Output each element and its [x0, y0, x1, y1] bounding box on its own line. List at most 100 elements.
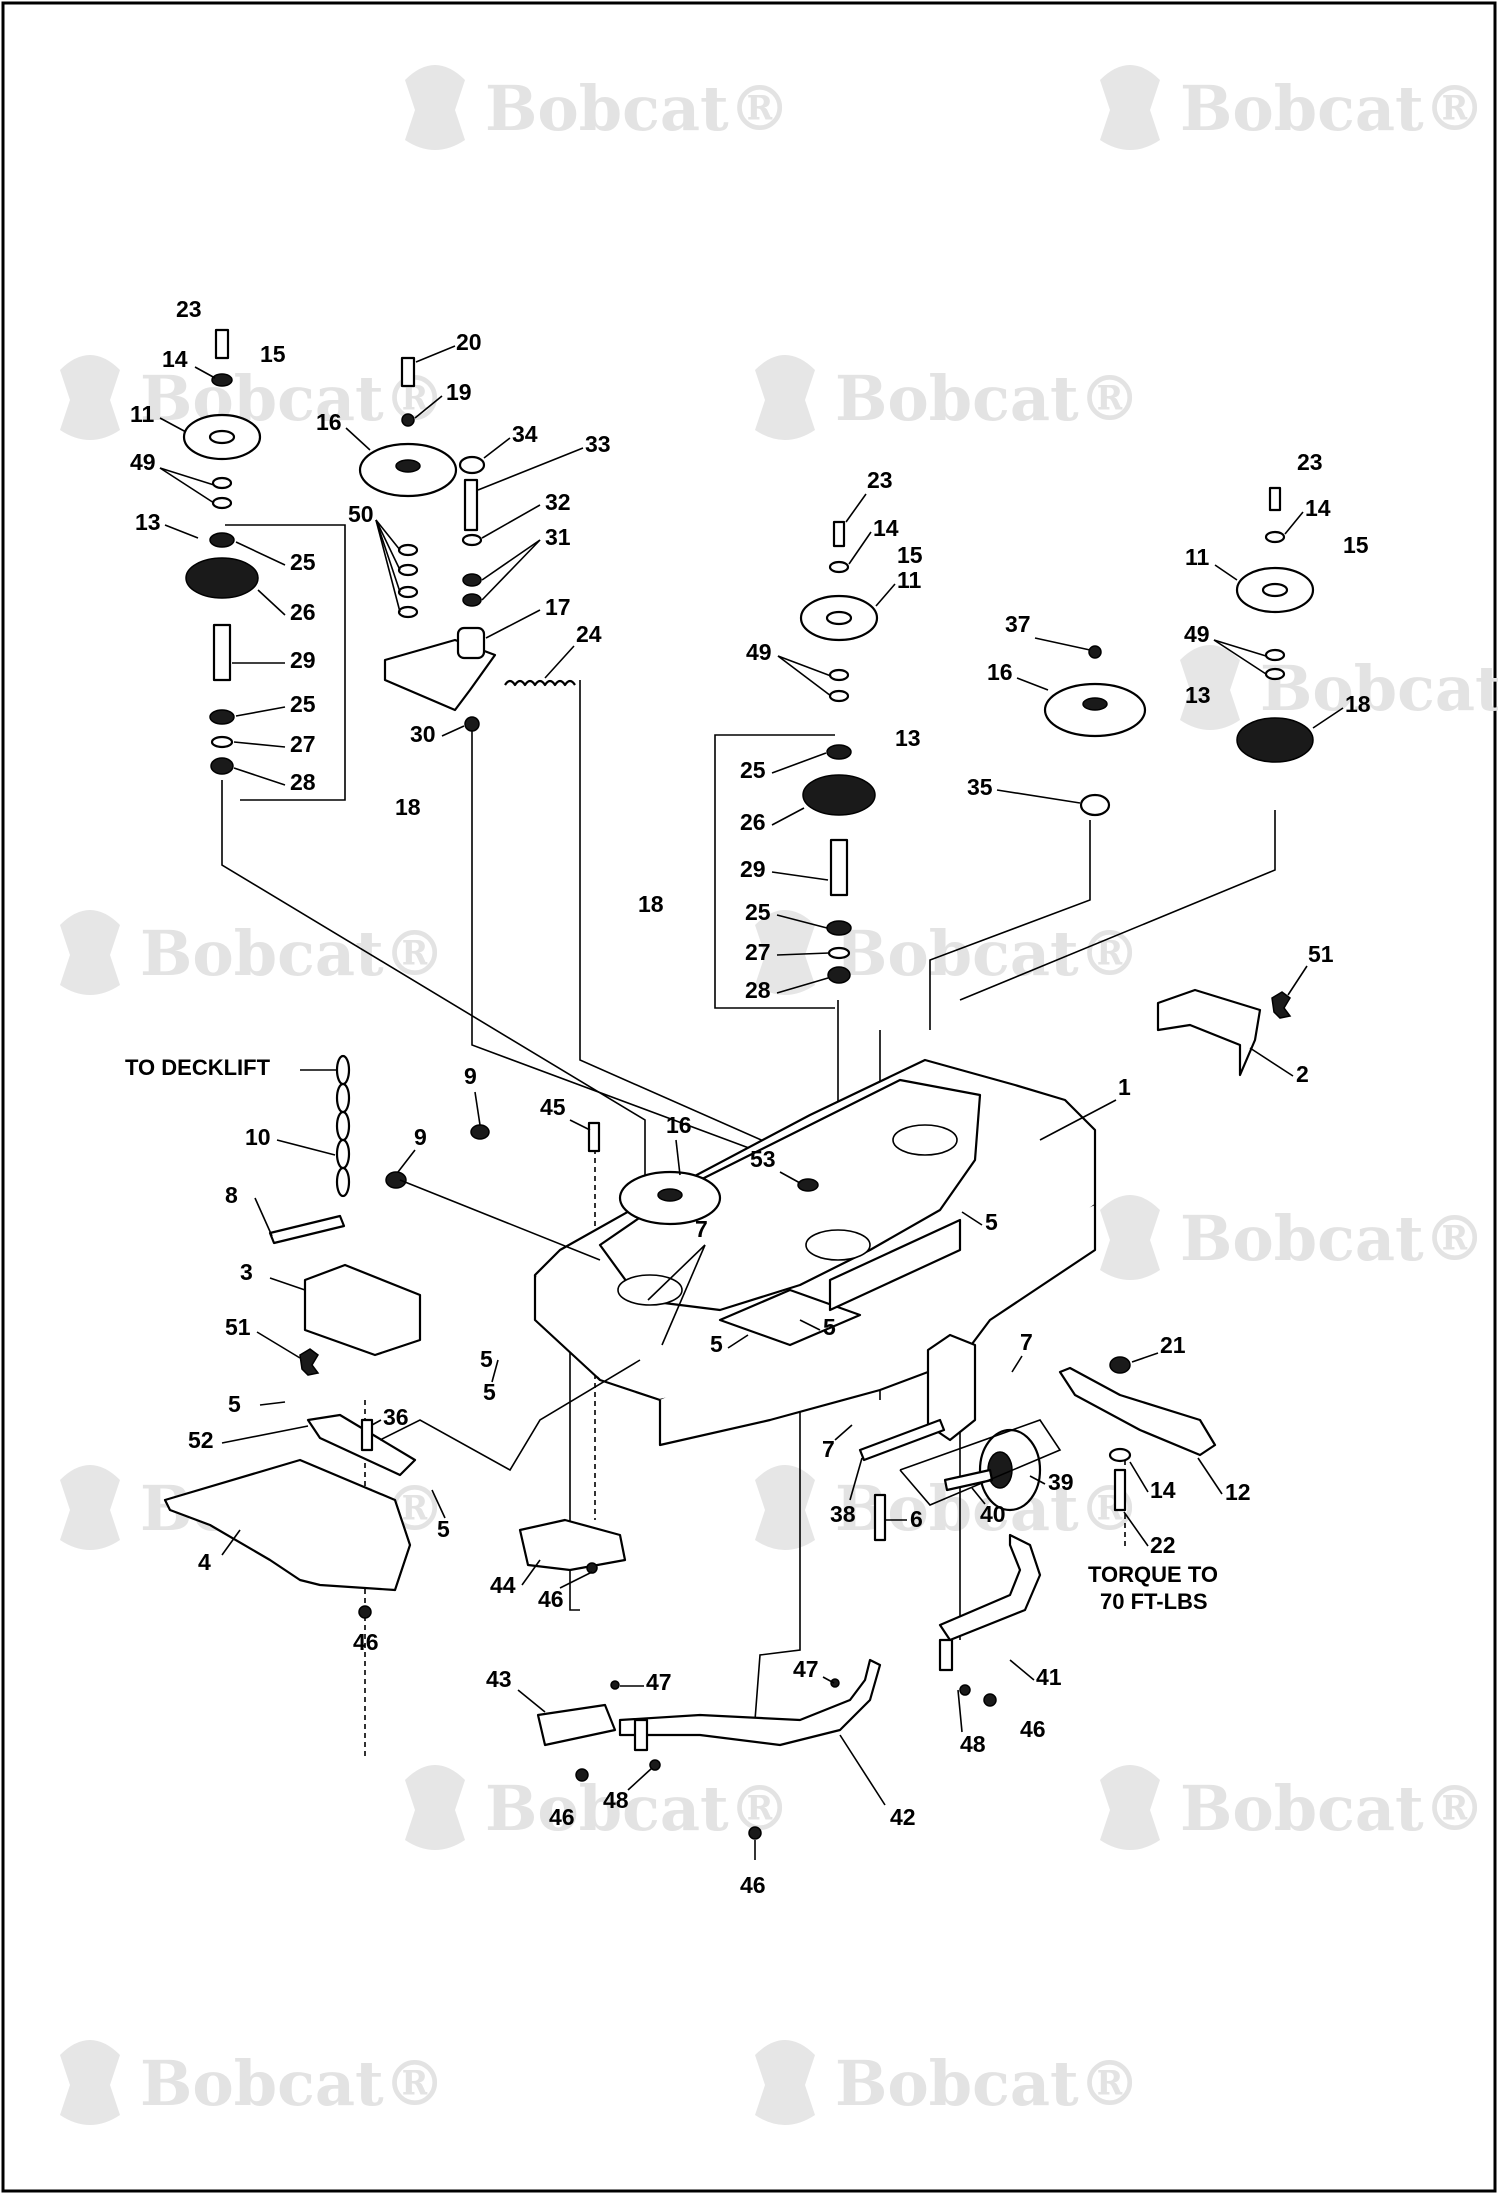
watermark-brand: Bobcat® [140, 2047, 446, 2120]
callout-label: 49 [1184, 621, 1210, 647]
bobcat-logo-icon [1100, 1765, 1160, 1850]
callout-label: 35 [967, 774, 993, 800]
callout-label: 5 [480, 1346, 493, 1372]
watermark-brand: Bobcat® [140, 917, 446, 990]
note-to-decklift: TO DECKLIFT [125, 1055, 271, 1080]
nut-48-right [959, 1684, 971, 1696]
bolt-23-left [214, 328, 230, 360]
callout-label: 13 [1185, 682, 1211, 708]
watermark-brand: Bobcat® [140, 362, 446, 435]
nut-30 [464, 716, 480, 732]
callout-label: 47 [793, 1656, 819, 1682]
bolt-20 [400, 356, 416, 388]
baffle-bracket-43 [536, 1703, 617, 1747]
bobcat-logo-icon [405, 1765, 465, 1850]
bobcat-logo-icon [755, 910, 815, 995]
callout-label: 25 [740, 757, 766, 783]
watermark-brand: Bobcat® [485, 1772, 791, 1845]
callout-label: 15 [260, 341, 286, 367]
spacer-50-a [397, 543, 419, 557]
callout-label: 39 [1048, 1469, 1074, 1495]
callout-label: 5 [437, 1516, 450, 1542]
callout-label: 19 [446, 379, 472, 405]
washer-14-left [211, 373, 233, 387]
spacer-50-d [397, 605, 419, 619]
bolt-6 [873, 1493, 887, 1542]
idler-pulley-16-right-hub [1082, 697, 1108, 711]
bobcat-logo-icon [60, 355, 120, 440]
watermark-brand: Bobcat® [1180, 1202, 1486, 1275]
callout-label: 10 [245, 1124, 271, 1150]
bracket-44 [518, 1518, 627, 1572]
center-spindle-assembly [714, 520, 879, 1009]
deflector-4 [163, 1458, 412, 1592]
chain-10-link-3 [335, 1110, 351, 1142]
pulley-11-center-hub [825, 610, 853, 626]
callout-label: 16 [666, 1112, 692, 1138]
shaft-29-center [829, 838, 849, 897]
callout-label: 46 [1020, 1716, 1046, 1742]
callout-label: 3 [240, 1259, 253, 1285]
blade-12 [1058, 1366, 1217, 1457]
wheel-assembly [858, 1333, 1062, 1542]
callout-label: 23 [1297, 449, 1323, 475]
chain-10-link-4 [335, 1138, 351, 1170]
callout-label: 47 [646, 1669, 672, 1695]
nut-46-baffle-center [748, 1826, 762, 1840]
bobcat-logo-icon [60, 1465, 120, 1550]
bobcat-logo-icon [60, 2040, 120, 2125]
bracket-48-right [938, 1638, 954, 1672]
washer-14-blade [1108, 1447, 1132, 1463]
callout-label: 46 [538, 1586, 564, 1612]
callout-label: 32 [545, 489, 571, 515]
callout-label: 29 [290, 647, 316, 673]
callout-label: 36 [383, 1404, 409, 1430]
deck-right-channel [828, 1218, 962, 1312]
callout-label: 15 [1343, 532, 1369, 558]
callout-label: 11 [130, 401, 155, 427]
callout-label: 53 [750, 1146, 776, 1172]
bobcat-logo-icon [755, 2040, 815, 2125]
pulley-11-left-hub [208, 429, 236, 445]
right-idler-assembly [1043, 645, 1147, 817]
callout-label: 2 [1296, 1061, 1309, 1087]
bobcat-logo-icon [755, 355, 815, 440]
callout-label: 15 [897, 542, 923, 568]
note-torque-line1: TORQUE TO [1088, 1562, 1218, 1587]
callout-label: 14 [1305, 495, 1331, 521]
spindle-housing-26-left [185, 557, 259, 599]
callout-label: 5 [985, 1209, 998, 1235]
callout-label: 40 [980, 1501, 1006, 1527]
washer-32 [461, 533, 483, 547]
callout-label: 5 [228, 1391, 241, 1417]
idler-pulley-16-deck-hub [657, 1188, 683, 1202]
chain-10-link-1 [335, 1054, 351, 1086]
washer-14-right [1264, 530, 1286, 544]
callout-label: 37 [1005, 611, 1031, 637]
callout-label: 20 [456, 329, 482, 355]
pulley-11-right-hub [1261, 582, 1289, 598]
nut-46-baffle-right [983, 1693, 997, 1707]
callout-label: 26 [290, 599, 316, 625]
callout-label: 13 [895, 725, 921, 751]
idler-assembly [358, 356, 576, 732]
callout-label: 41 [1036, 1664, 1062, 1690]
knob-51-right [1271, 991, 1292, 1019]
watermark-brand: Bobcat® [835, 362, 1141, 435]
callout-label: 16 [987, 659, 1013, 685]
cap-34 [458, 455, 486, 475]
callout-label: 7 [1020, 1329, 1033, 1355]
watermark-brand: Bobcat® [835, 917, 1141, 990]
callout-label: 18 [638, 891, 664, 917]
bearing-25-left-top [209, 532, 235, 548]
baffle-42 [618, 1658, 882, 1747]
callout-group: 23 14 15 11 49 13 25 26 29 25 27 28 18 2… [125, 296, 1371, 1898]
callout-label: 46 [740, 1872, 766, 1898]
callout-label: 25 [745, 899, 771, 925]
washer-49-center-a [828, 668, 850, 682]
callout-label: 25 [290, 691, 316, 717]
callout-label: 49 [130, 449, 156, 475]
deck-hole-right [892, 1124, 958, 1156]
idler-pulley-16-left-hub [395, 459, 421, 473]
callout-label: 11 [1185, 544, 1210, 570]
